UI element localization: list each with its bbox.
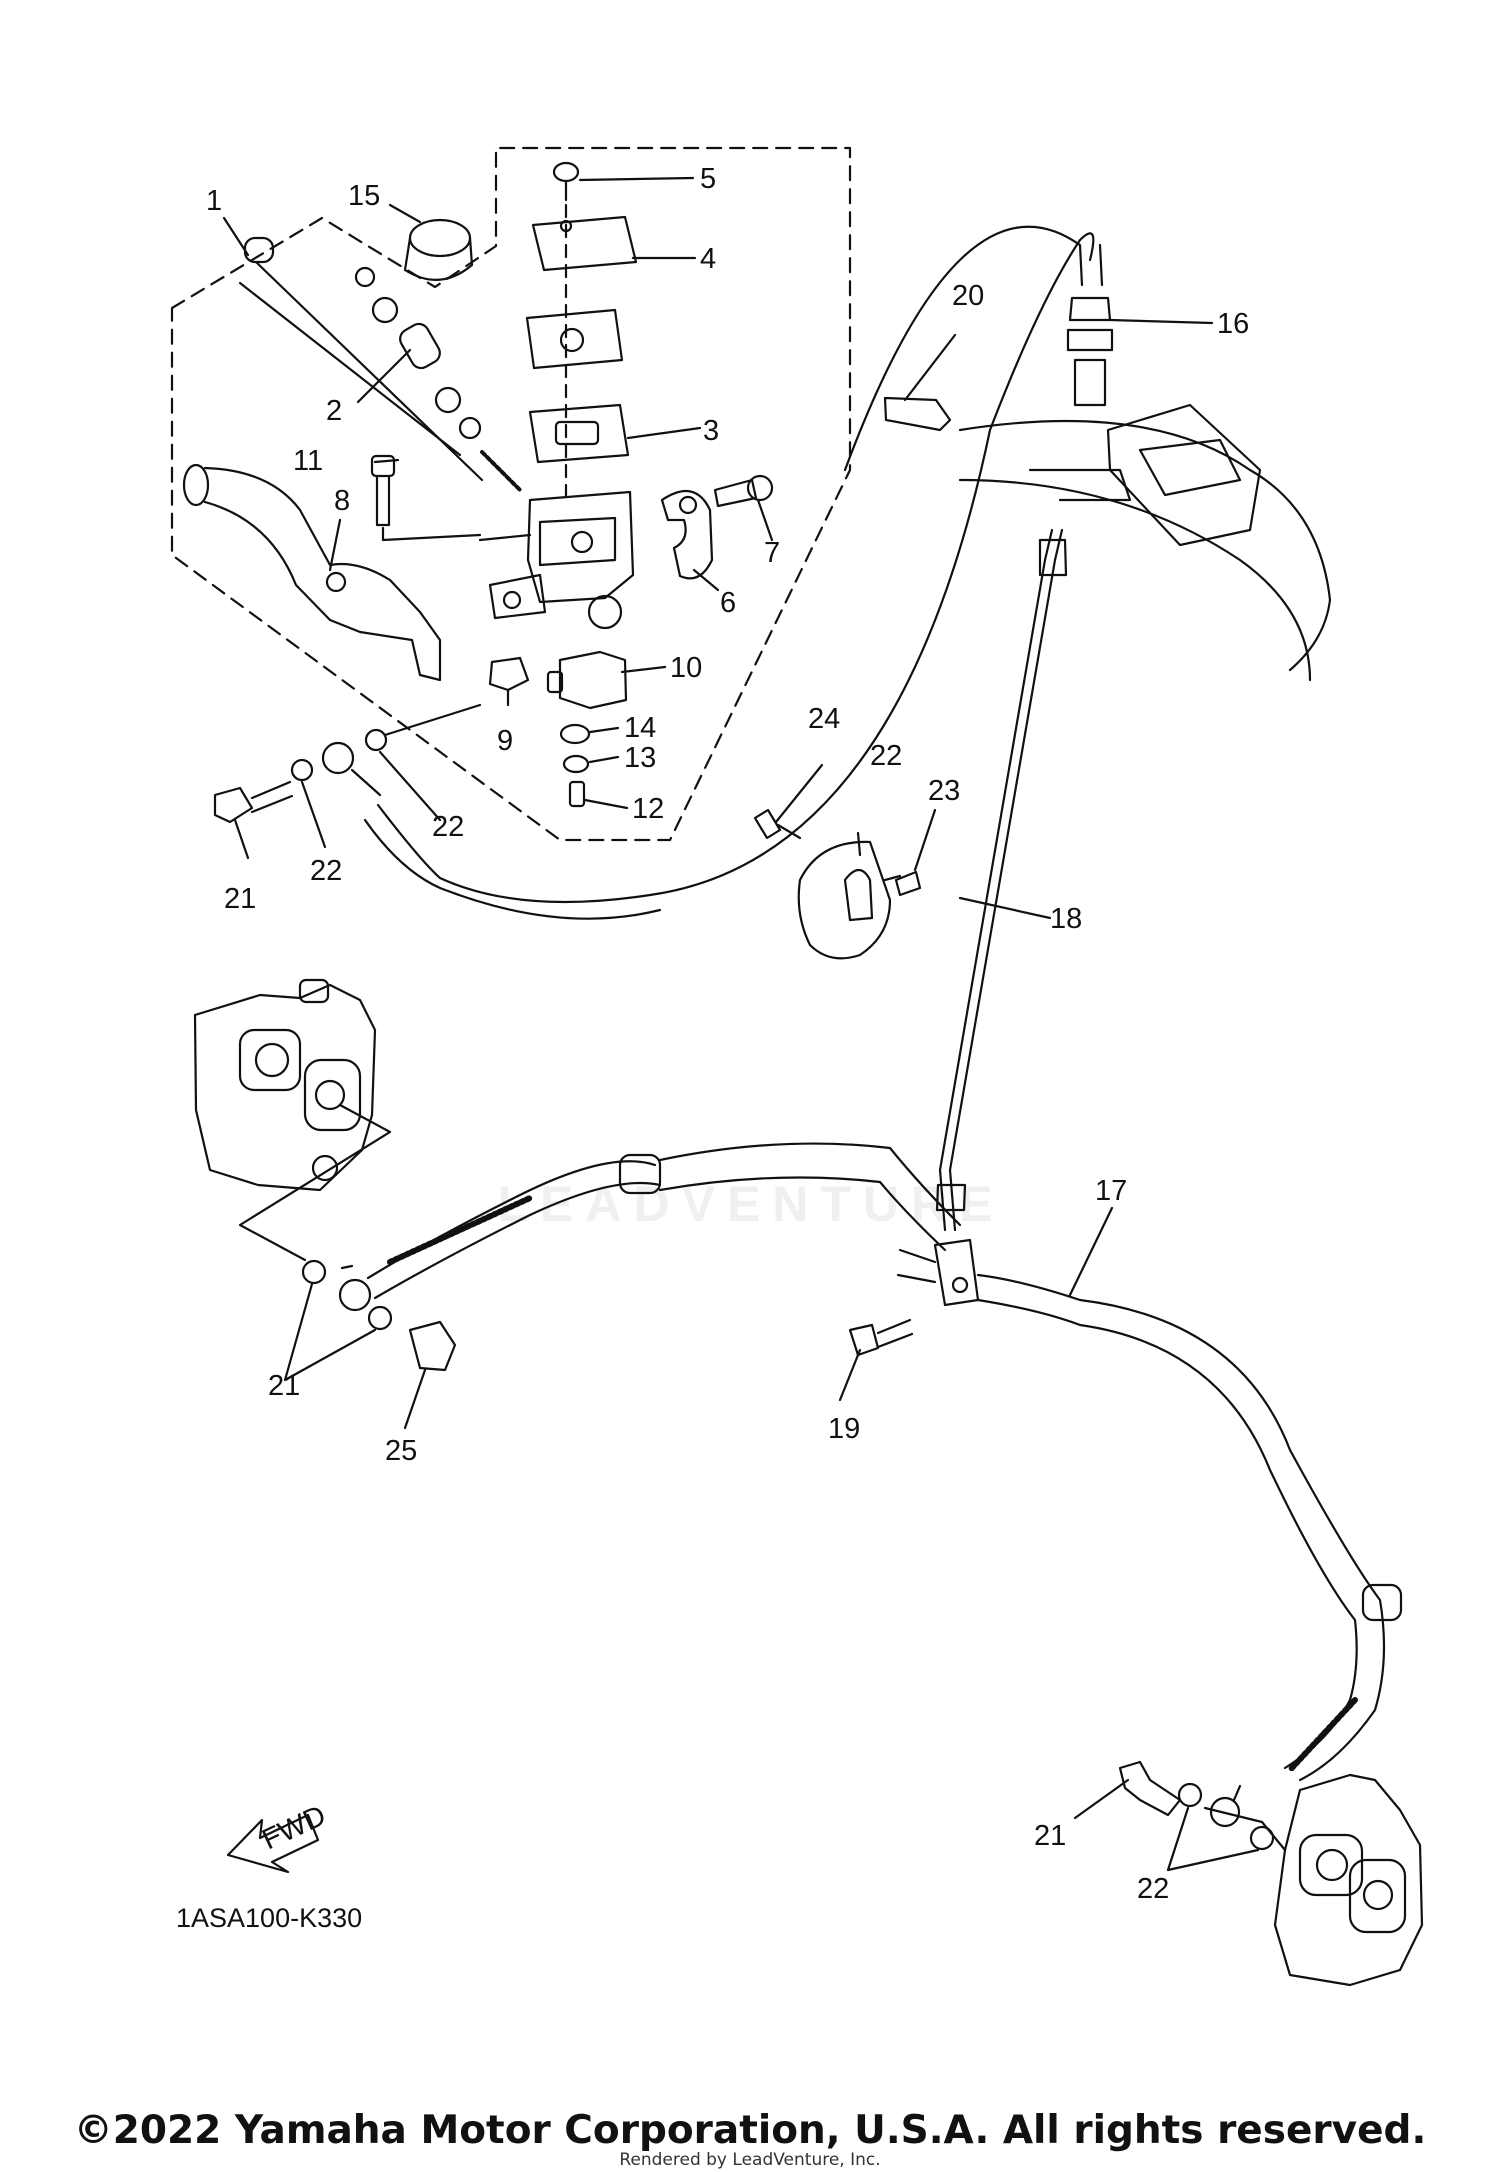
callout-leaders <box>222 176 1260 1872</box>
hose-bracket <box>883 396 952 432</box>
callout-2: 2 <box>326 395 342 427</box>
callout-4: 4 <box>700 243 716 275</box>
callout-17: 17 <box>1095 1175 1127 1207</box>
callout-22-upper-a: 22 <box>310 855 342 887</box>
callout-25: 24 <box>808 703 840 735</box>
callout-3: 3 <box>703 415 719 447</box>
watermark: LEADVENTURE <box>497 1176 1005 1232</box>
callout-20: 20 <box>952 280 984 312</box>
rendered-by-notice: Rendered by LeadVenture, Inc. <box>619 2150 881 2170</box>
lower-right-washer-b <box>1249 1825 1275 1851</box>
lower-right-banjo <box>1209 1784 1242 1828</box>
callout-14: 14 <box>624 712 656 744</box>
callout-16: 16 <box>1217 308 1249 340</box>
callout-21-lower-right: 21 <box>1034 1820 1066 1852</box>
lower-left-banjo <box>338 1264 372 1312</box>
callout-22-lower-left: 21 <box>268 1370 300 1402</box>
callout-5: 5 <box>700 163 716 195</box>
brake-light-switch <box>546 650 628 710</box>
callout-11: 11 <box>293 445 323 477</box>
callout-12: 12 <box>632 793 664 825</box>
callout-19: 19 <box>828 1413 860 1445</box>
callout-13: 13 <box>624 742 656 774</box>
three-way-joint <box>896 1238 980 1307</box>
callout-21-upper: 21 <box>224 883 256 915</box>
handlebar-clamp <box>660 490 714 580</box>
pivot-leader <box>381 526 482 542</box>
frame-curve-a <box>958 419 1332 672</box>
lever-pivot-bolt <box>370 454 396 527</box>
lower-left-washer-a <box>301 1259 327 1285</box>
front-caliper-left <box>193 978 377 1192</box>
callout-24: 23 <box>928 775 960 807</box>
callout-6: 6 <box>720 587 736 619</box>
cap-screw <box>552 161 580 202</box>
lever-boot <box>403 218 474 281</box>
switch-housing <box>797 840 892 960</box>
diagram-code: 1ASA100-K330 <box>176 1903 363 1933</box>
caliper-leader <box>238 1103 392 1262</box>
copyright-notice: ©2022 Yamaha Motor Corporation, U.S.A. A… <box>73 2108 1427 2153</box>
upper-banjo-bolt <box>213 780 294 824</box>
callout-1: 1 <box>206 185 222 217</box>
upper-crush-washer-b <box>364 728 388 752</box>
lower-left-washer-b <box>367 1305 393 1331</box>
upper-brake-hose <box>376 232 1095 904</box>
upper-banjo-fitting <box>321 741 382 797</box>
upper-brake-hose-inner <box>363 818 662 920</box>
callout-10: 10 <box>670 652 702 684</box>
callout-22-upper-b: 22 <box>432 811 464 843</box>
callout-22-lower-right: 22 <box>1137 1873 1169 1905</box>
hose-loop <box>843 225 1084 472</box>
diaphragm-plate <box>525 308 624 370</box>
fwd-arrow-icon: FWD <box>226 1799 331 1874</box>
switch-connector <box>883 870 922 897</box>
clamp-bolt <box>713 474 774 508</box>
switch-screw <box>753 808 802 840</box>
hose-16-fitting <box>1066 296 1114 407</box>
reservoir-cap <box>531 215 638 272</box>
rear-component <box>1028 403 1262 547</box>
callout-8: 8 <box>334 485 350 517</box>
callout-23: 22 <box>870 740 902 772</box>
callout-labels: 1 2 3 4 5 6 7 8 9 10 11 12 13 14 15 16 1… <box>206 163 1249 1905</box>
callout-15: 15 <box>348 180 380 212</box>
callout-21-lower-left: 25 <box>385 1435 417 1467</box>
lower-right-washer-a <box>1177 1782 1203 1808</box>
brake-lever <box>182 463 442 682</box>
assembly-boundary <box>170 146 852 842</box>
front-right-hose <box>976 1273 1403 1782</box>
upper-crush-washer-a <box>290 758 314 782</box>
frame-curve-b <box>958 478 1312 682</box>
lower-left-banjo-bolt <box>408 1320 457 1372</box>
front-left-hose <box>366 1142 962 1300</box>
right-caliper-leader <box>1203 1806 1287 1852</box>
joint-bolt <box>848 1318 914 1357</box>
washer-leader <box>383 703 482 737</box>
lever-nut <box>488 656 530 692</box>
brake-pipe <box>935 528 1068 1232</box>
switch-washers <box>559 723 591 808</box>
callout-9: 9 <box>497 725 513 757</box>
lower-right-banjo-bolt <box>1118 1760 1182 1817</box>
callout-18: 18 <box>1050 903 1082 935</box>
piston-kit <box>238 236 522 492</box>
reservoir-diaphragm <box>528 403 630 464</box>
callout-7: 7 <box>764 537 780 569</box>
master-cylinder-body <box>478 490 635 630</box>
front-caliper-right <box>1273 1773 1424 1987</box>
fwd-label: FWD <box>257 1799 330 1856</box>
